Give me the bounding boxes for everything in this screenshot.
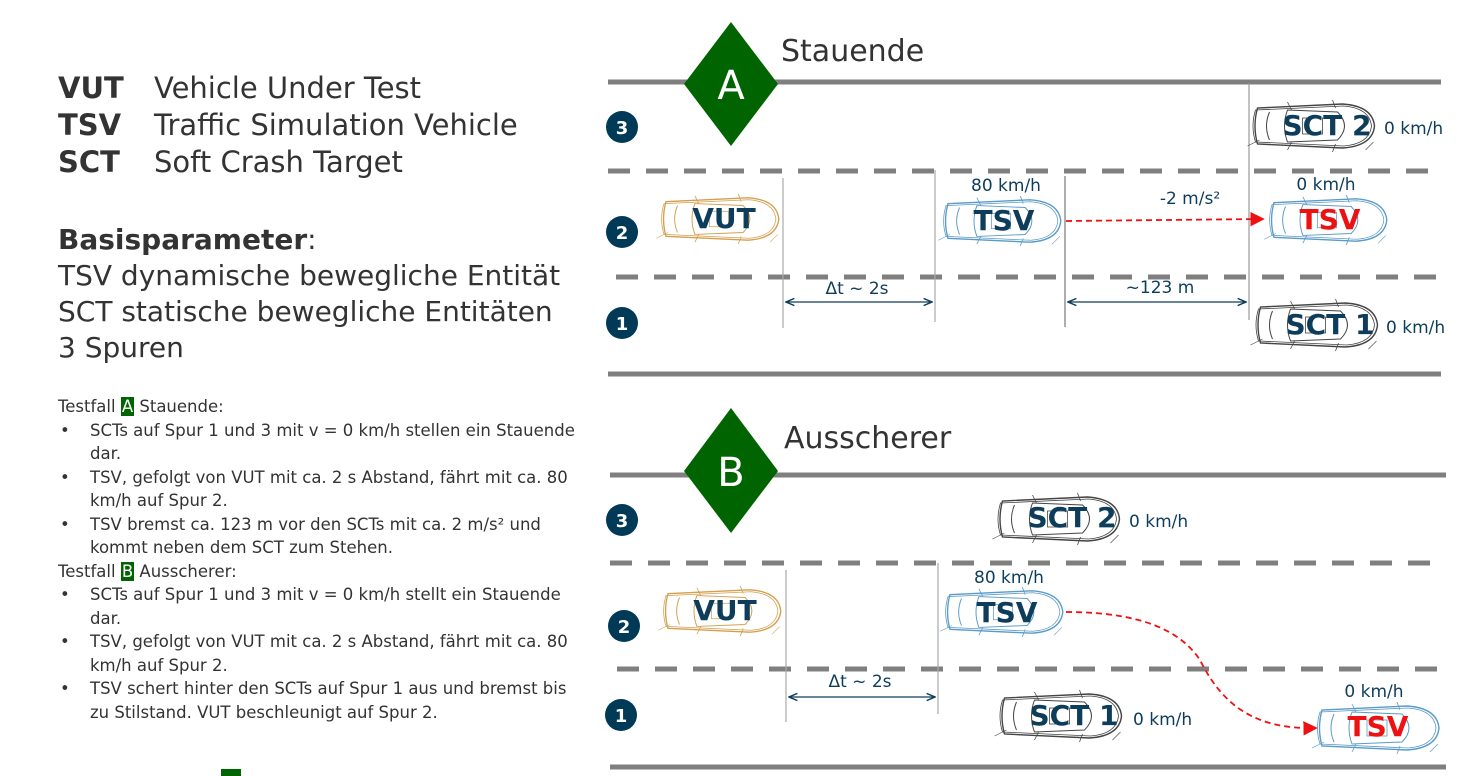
vehicle-label: SCT 2 <box>1027 501 1116 534</box>
braking-trajectory <box>1065 211 1265 227</box>
vehicle-tsv-stopped: 0 km/h TSV <box>1312 682 1440 755</box>
vehicle-label: VUT <box>692 202 756 235</box>
lane-badge-1: 1 <box>606 307 638 339</box>
bullet-item: TSV, gefolgt von VUT mit ca. 2 s Abstand… <box>58 466 578 513</box>
case-badge-b: B <box>120 561 135 581</box>
vehicle-sct2: SCT 2 0 km/h <box>991 492 1188 546</box>
test-case-a-title: Testfall A Stauende: <box>58 395 578 419</box>
scenario-marker-letter: A <box>717 63 745 109</box>
bullet-item: SCTs auf Spur 1 und 3 mit v = 0 km/h ste… <box>58 583 578 630</box>
legend-desc: Soft Crash Target <box>154 145 403 179</box>
bullet-item: SCTs auf Spur 1 und 3 mit v = 0 km/h ste… <box>58 419 578 466</box>
legend-row-sct: SCT Soft Crash Target <box>58 144 518 181</box>
vehicle-label: TSV <box>977 596 1038 629</box>
green-marker-cropped <box>221 769 241 776</box>
svg-text:1: 1 <box>616 314 629 335</box>
distance-label: ~123 m <box>1126 278 1195 298</box>
base-parameters-heading: Basisparameter: <box>58 222 560 258</box>
vehicle-tsv-stopped: 0 km/h TSV <box>1263 175 1388 246</box>
vehicle-label: SCT 2 <box>1282 109 1371 142</box>
deceleration-label: -2 m/s² <box>1160 189 1220 209</box>
time-gap-label: Δt ~ 2s <box>828 672 891 692</box>
vehicle-label: TSV <box>974 204 1035 237</box>
base-parameter-line: TSV dynamische bewegliche Entität <box>58 259 561 292</box>
svg-text:1: 1 <box>615 706 628 727</box>
case-badge-a: A <box>120 397 135 416</box>
base-parameters-title: Basisparameter <box>58 223 308 256</box>
svg-text:3: 3 <box>616 511 629 532</box>
case-suffix: Stauende: <box>134 397 224 416</box>
vehicle-speed: 0 km/h <box>1133 710 1192 730</box>
vehicle-speed: 0 km/h <box>1386 318 1445 338</box>
bullet-item: TSV, gefolgt von VUT mit ca. 2 s Abstand… <box>58 630 578 677</box>
base-parameters: Basisparameter: TSV dynamische beweglich… <box>58 222 560 366</box>
lane-badge-2: 2 <box>608 610 640 642</box>
legend-desc: Traffic Simulation Vehicle <box>154 108 518 142</box>
diagram-a: A Stauende 3 2 1 SCT 2 0 km/h VUT 80 km/… <box>606 22 1448 377</box>
vehicle-speed: 0 km/h <box>1384 119 1443 139</box>
legend-abbr: VUT <box>58 71 124 105</box>
legend-row-vut: VUT Vehicle Under Test <box>58 70 518 107</box>
time-gap-label: Δt ~ 2s <box>825 279 888 299</box>
vehicle-label: SCT 1 <box>1285 308 1374 341</box>
test-case-descriptions: Testfall A Stauende: SCTs auf Spur 1 und… <box>58 395 578 724</box>
svg-text:2: 2 <box>618 617 631 638</box>
vehicle-vut: VUT <box>655 193 780 245</box>
test-case-b-title: Testfall B Ausscherer: <box>58 560 578 584</box>
scenario-marker-letter: B <box>717 450 744 496</box>
legend-desc: Vehicle Under Test <box>154 71 422 105</box>
test-case-a-bullets: SCTs auf Spur 1 und 3 mit v = 0 km/h ste… <box>58 419 578 560</box>
vehicle-vut: VUT <box>657 585 782 637</box>
base-parameter-line: 3 Spuren <box>58 331 184 364</box>
bullet-item: TSV bremst ca. 123 m vor den SCTs mit ca… <box>58 513 578 560</box>
scenario-marker-b <box>684 408 778 533</box>
diagram-b: B Ausscherer 3 2 1 SCT 2 0 km/h VUT 80 k… <box>605 408 1452 770</box>
vehicle-sct1: SCT 1 0 km/h <box>993 689 1192 743</box>
vehicle-label: VUT <box>693 594 757 627</box>
bullet-item: TSV schert hinter den SCTs auf Spur 1 au… <box>58 677 578 724</box>
vehicle-speed: 0 km/h <box>1129 512 1188 532</box>
test-case-b-bullets: SCTs auf Spur 1 und 3 mit v = 0 km/h ste… <box>58 583 578 724</box>
legend-abbr: TSV <box>58 108 122 142</box>
vehicle-speed: 80 km/h <box>974 568 1044 588</box>
vehicle-speed: 0 km/h <box>1344 682 1403 702</box>
base-parameters-colon: : <box>307 223 317 256</box>
lane-badge-2: 2 <box>606 216 638 248</box>
vehicle-tsv-start: 80 km/h TSV <box>939 568 1064 638</box>
base-parameter-line: SCT statische bewegliche Entitäten <box>58 295 553 328</box>
svg-text:3: 3 <box>616 118 629 139</box>
abbreviation-legend: VUT Vehicle Under Test TSV Traffic Simul… <box>58 70 518 181</box>
case-prefix: Testfall <box>58 397 121 416</box>
lane-badge-3: 3 <box>606 504 638 536</box>
vehicle-label: TSV <box>1300 203 1361 236</box>
lane-badge-1: 1 <box>605 699 637 731</box>
lane-badge-3: 3 <box>606 111 638 143</box>
vehicle-label: TSV <box>1348 710 1409 743</box>
vehicle-tsv-start: 80 km/h TSV <box>937 176 1062 247</box>
vehicle-speed: 80 km/h <box>971 176 1041 196</box>
legend-abbr: SCT <box>58 145 120 179</box>
vehicle-sct1: SCT 1 0 km/h <box>1249 298 1445 352</box>
vehicle-sct2: SCT 2 0 km/h <box>1246 99 1443 153</box>
case-suffix: Ausscherer: <box>134 561 237 581</box>
legend-row-tsv: TSV Traffic Simulation Vehicle <box>58 107 518 144</box>
case-prefix: Testfall <box>58 561 121 581</box>
vehicle-label: SCT 1 <box>1029 699 1118 732</box>
svg-text:2: 2 <box>616 223 629 244</box>
scenario-title: Stauende <box>781 34 924 69</box>
vehicle-speed: 0 km/h <box>1296 175 1355 195</box>
scenario-title: Ausscherer <box>784 421 952 456</box>
scenario-marker-a <box>684 22 778 146</box>
